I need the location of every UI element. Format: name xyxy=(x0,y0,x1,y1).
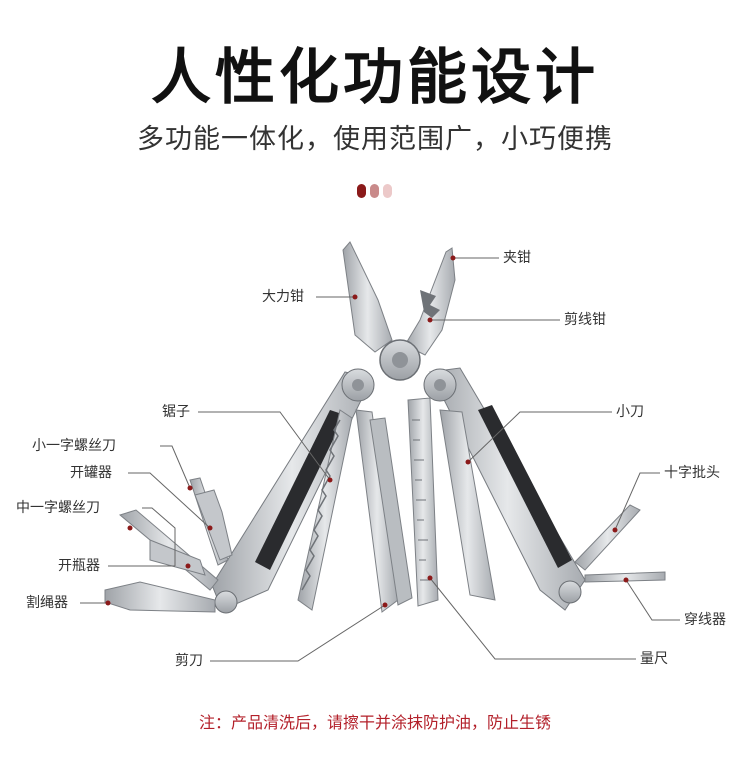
left-jaw xyxy=(342,241,393,353)
left-tools xyxy=(104,477,233,613)
label-liang-chi: 量尺 xyxy=(640,651,668,667)
dot-2 xyxy=(370,184,379,198)
right-handle-slot xyxy=(478,405,572,568)
label-zhong-yi-zi: 中一字螺丝刀 xyxy=(16,500,100,516)
marker-zhong-yi-zi xyxy=(127,525,133,531)
marker-xiao-dao xyxy=(465,459,471,465)
line-xiao-dao xyxy=(467,411,612,463)
marker-ju-zi xyxy=(327,477,333,483)
pliers-pivot-inner xyxy=(392,352,408,368)
scissors-blade-2 xyxy=(369,417,413,606)
line-chuan-xian-qi xyxy=(625,579,680,621)
label-kai-ping-qi: 开瓶器 xyxy=(58,558,100,574)
line-xiao-yi-zi xyxy=(160,445,191,489)
marker-ge-sheng-qi xyxy=(105,600,111,606)
right-handle xyxy=(423,367,586,611)
marker-kai-ping-qi xyxy=(185,563,191,569)
dot-3 xyxy=(383,184,392,198)
phillips-bit xyxy=(574,504,641,571)
line-shi-zi-pi-tou xyxy=(614,472,660,531)
line-liang-chi xyxy=(429,577,636,660)
label-kai-guan-qi: 开罐器 xyxy=(70,465,112,481)
saw-teeth xyxy=(301,419,341,591)
label-xiao-dao: 小刀 xyxy=(616,404,644,420)
marker-jian-dao xyxy=(382,602,388,608)
marker-dots xyxy=(105,255,629,608)
wire-cutter-teeth xyxy=(420,290,440,318)
rope-cutter xyxy=(104,581,216,613)
label-jian-xian-qian: 剪线钳 xyxy=(564,312,606,328)
ruler-blade xyxy=(407,397,439,607)
awl xyxy=(584,571,666,583)
can-opener xyxy=(194,489,233,561)
label-chuan-xian-qi: 穿线器 xyxy=(684,612,726,628)
right-handle-screw xyxy=(434,379,446,391)
bottle-opener xyxy=(149,539,206,576)
right-bottom-pivot xyxy=(558,580,582,604)
marker-jian-xian-qian xyxy=(427,317,433,323)
pliers-jaws xyxy=(342,241,456,381)
marker-da-li-qian xyxy=(352,294,358,300)
marker-xiao-yi-zi xyxy=(187,485,193,491)
line-jian-dao xyxy=(210,604,386,662)
label-ge-sheng-qi: 割绳器 xyxy=(26,595,68,611)
marker-shi-zi-pi-tou xyxy=(612,527,618,533)
line-zhong-yi-zi xyxy=(142,507,176,566)
marker-jia-qian xyxy=(450,255,456,261)
page-subtitle: 多功能一体化，使用范围广，小巧便携 xyxy=(137,124,613,155)
left-handle-slot xyxy=(255,410,345,570)
page-title: 人性化功能设计 xyxy=(151,43,599,113)
marker-chuan-xian-qi xyxy=(623,577,629,583)
label-jia-qian: 夹钳 xyxy=(503,250,531,266)
label-jian-dao: 剪刀 xyxy=(175,653,203,669)
leader-lines xyxy=(80,257,680,662)
right-tools xyxy=(574,504,666,583)
marker-kai-guan-qi xyxy=(207,525,213,531)
left-handle xyxy=(211,368,375,614)
label-shi-zi-pi-tou: 十字批头 xyxy=(664,465,720,481)
label-xiao-yi-zi: 小一字螺丝刀 xyxy=(32,438,116,454)
left-bottom-pivot xyxy=(214,590,238,614)
line-ju-zi xyxy=(198,411,331,481)
ruler-ticks xyxy=(412,419,430,581)
label-ju-zi: 锯子 xyxy=(162,404,190,420)
marker-liang-chi xyxy=(427,575,433,581)
dot-1 xyxy=(357,184,366,198)
line-kai-guan-qi xyxy=(128,472,211,529)
care-note: 注：产品清洗后，请擦干并涂抹防护油，防止生锈 xyxy=(198,713,551,732)
left-handle-screw xyxy=(352,379,364,391)
label-da-li-qian: 大力钳 xyxy=(262,289,304,305)
knife-blade xyxy=(439,409,496,601)
